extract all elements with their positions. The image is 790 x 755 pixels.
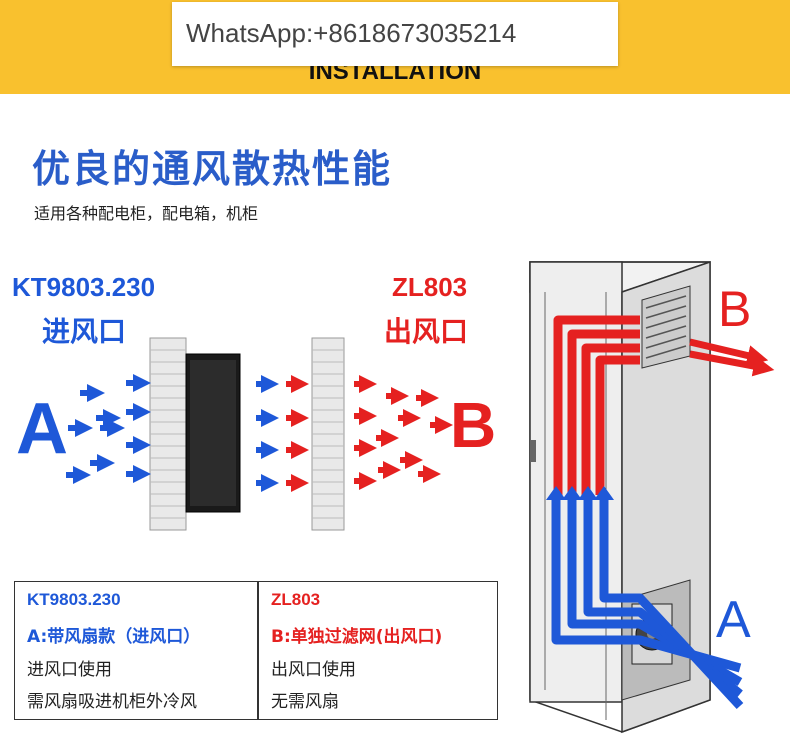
inflow-arrows <box>66 374 279 492</box>
subline: 适用各种配电柜，配电箱，机柜 <box>34 204 259 223</box>
filter-grille-unit <box>311 337 345 531</box>
cabinet-exhaust-letter: B <box>718 281 752 337</box>
headline: 优良的通风散热性能 <box>32 147 393 191</box>
table-right-model: ZL803 <box>271 590 321 609</box>
table-left-note: 需风扇吸进机柜外冷风 <box>27 692 197 712</box>
table-right-use: 出风口使用 <box>271 660 356 680</box>
outlet-letter: B <box>450 389 497 461</box>
inlet-letter: A <box>16 389 68 469</box>
inlet-model: KT9803.230 <box>12 272 156 302</box>
cabinet-hot-air-flow <box>553 315 640 495</box>
table-right-type: B:单独过滤网(出风口) <box>271 627 443 647</box>
inlet-label: 进风口 <box>42 315 127 348</box>
table-left-model: KT9803.230 <box>27 590 121 609</box>
table-left-use: 进风口使用 <box>27 660 112 680</box>
cabinet-intake-letter: A <box>716 591 751 649</box>
watermark-overlay: WhatsApp:+8618673035214 <box>172 2 618 66</box>
table-left-type: A:带风扇款（进风口） <box>27 627 201 647</box>
table-right-note: 无需风扇 <box>271 692 339 712</box>
outlet-label: 出风口 <box>384 315 469 348</box>
cabinet-exhaust-arrows <box>689 338 775 377</box>
cabinet-cool-air-flow <box>551 500 744 710</box>
watermark-text: WhatsApp:+8618673035214 <box>186 18 517 48</box>
table-divider <box>257 582 259 719</box>
fan-filter-unit <box>149 337 241 531</box>
outflow-arrows <box>286 375 453 492</box>
outlet-model: ZL803 <box>392 272 468 302</box>
spec-table: KT9803.230 A:带风扇款（进风口） 进风口使用 需风扇吸进机柜外冷风 … <box>14 581 498 720</box>
cabinet-up-arrowheads <box>546 486 614 500</box>
